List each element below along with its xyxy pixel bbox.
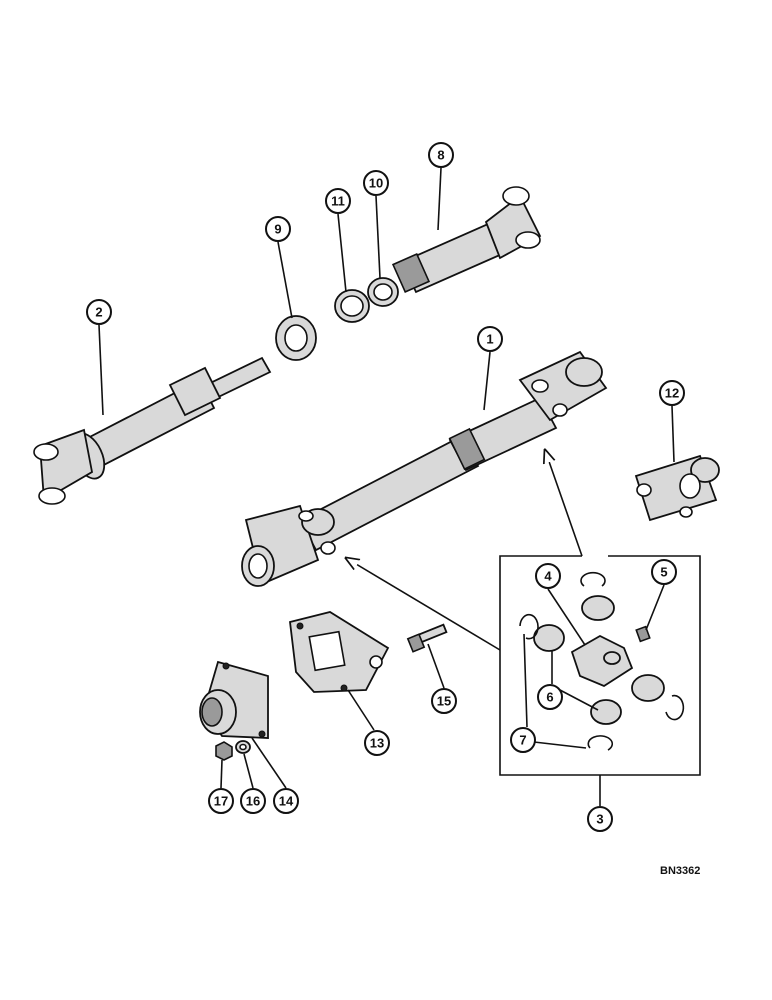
svg-text:6: 6 (546, 690, 553, 705)
svg-text:13: 13 (370, 736, 384, 751)
callout-8: 8 (428, 142, 454, 168)
svg-text:5: 5 (660, 565, 667, 580)
svg-text:11: 11 (331, 194, 345, 209)
svg-text:3: 3 (596, 812, 603, 827)
snap-ring (519, 571, 685, 751)
drawing-code: BN3362 (660, 865, 700, 877)
bolt (406, 623, 448, 653)
svg-text:8: 8 (437, 148, 444, 163)
callout-17: 17 (208, 788, 234, 814)
callout-11: 11 (325, 188, 351, 214)
callout-5: 5 (651, 559, 677, 585)
universal-joint-kit-box (346, 450, 701, 806)
svg-text:2: 2 (95, 305, 102, 320)
companion-flange (199, 660, 269, 739)
svg-text:9: 9 (274, 222, 281, 237)
callout-4: 4 (535, 563, 561, 589)
callout-12: 12 (659, 380, 685, 406)
svg-text:1: 1 (486, 332, 493, 347)
leader-lines (98, 167, 675, 789)
callout-10: 10 (363, 170, 389, 196)
cork-washer (367, 277, 399, 307)
grease-fitting (635, 625, 651, 643)
svg-text:4: 4 (544, 569, 552, 584)
callout-13: 13 (364, 730, 390, 756)
callout-9: 9 (265, 216, 291, 242)
svg-text:12: 12 (665, 386, 679, 401)
callout-3: 3 (587, 806, 613, 832)
callout-15: 15 (431, 688, 457, 714)
svg-text:7: 7 (519, 733, 526, 748)
svg-text:14: 14 (279, 794, 294, 809)
end-yoke (634, 454, 720, 522)
callout-14: 14 (273, 788, 299, 814)
callout-7: 7 (510, 727, 536, 753)
lock-washer (235, 740, 251, 754)
propeller-shaft-assembly (241, 350, 608, 587)
slip-yoke-shaft (33, 356, 272, 505)
callout-16: 16 (240, 788, 266, 814)
callout-6: 6 (537, 684, 563, 710)
washer (334, 289, 370, 323)
bearing-cup (533, 595, 665, 725)
svg-text:10: 10 (369, 176, 383, 191)
nut (215, 741, 233, 761)
svg-text:15: 15 (437, 694, 451, 709)
flange-yoke (289, 611, 390, 693)
cross-spider (570, 634, 634, 688)
svg-text:17: 17 (214, 794, 228, 809)
seal-ring (275, 315, 317, 361)
svg-text:16: 16 (246, 794, 260, 809)
callout-2: 2 (86, 299, 112, 325)
sleeve-yoke (391, 186, 542, 294)
callout-1: 1 (477, 326, 503, 352)
